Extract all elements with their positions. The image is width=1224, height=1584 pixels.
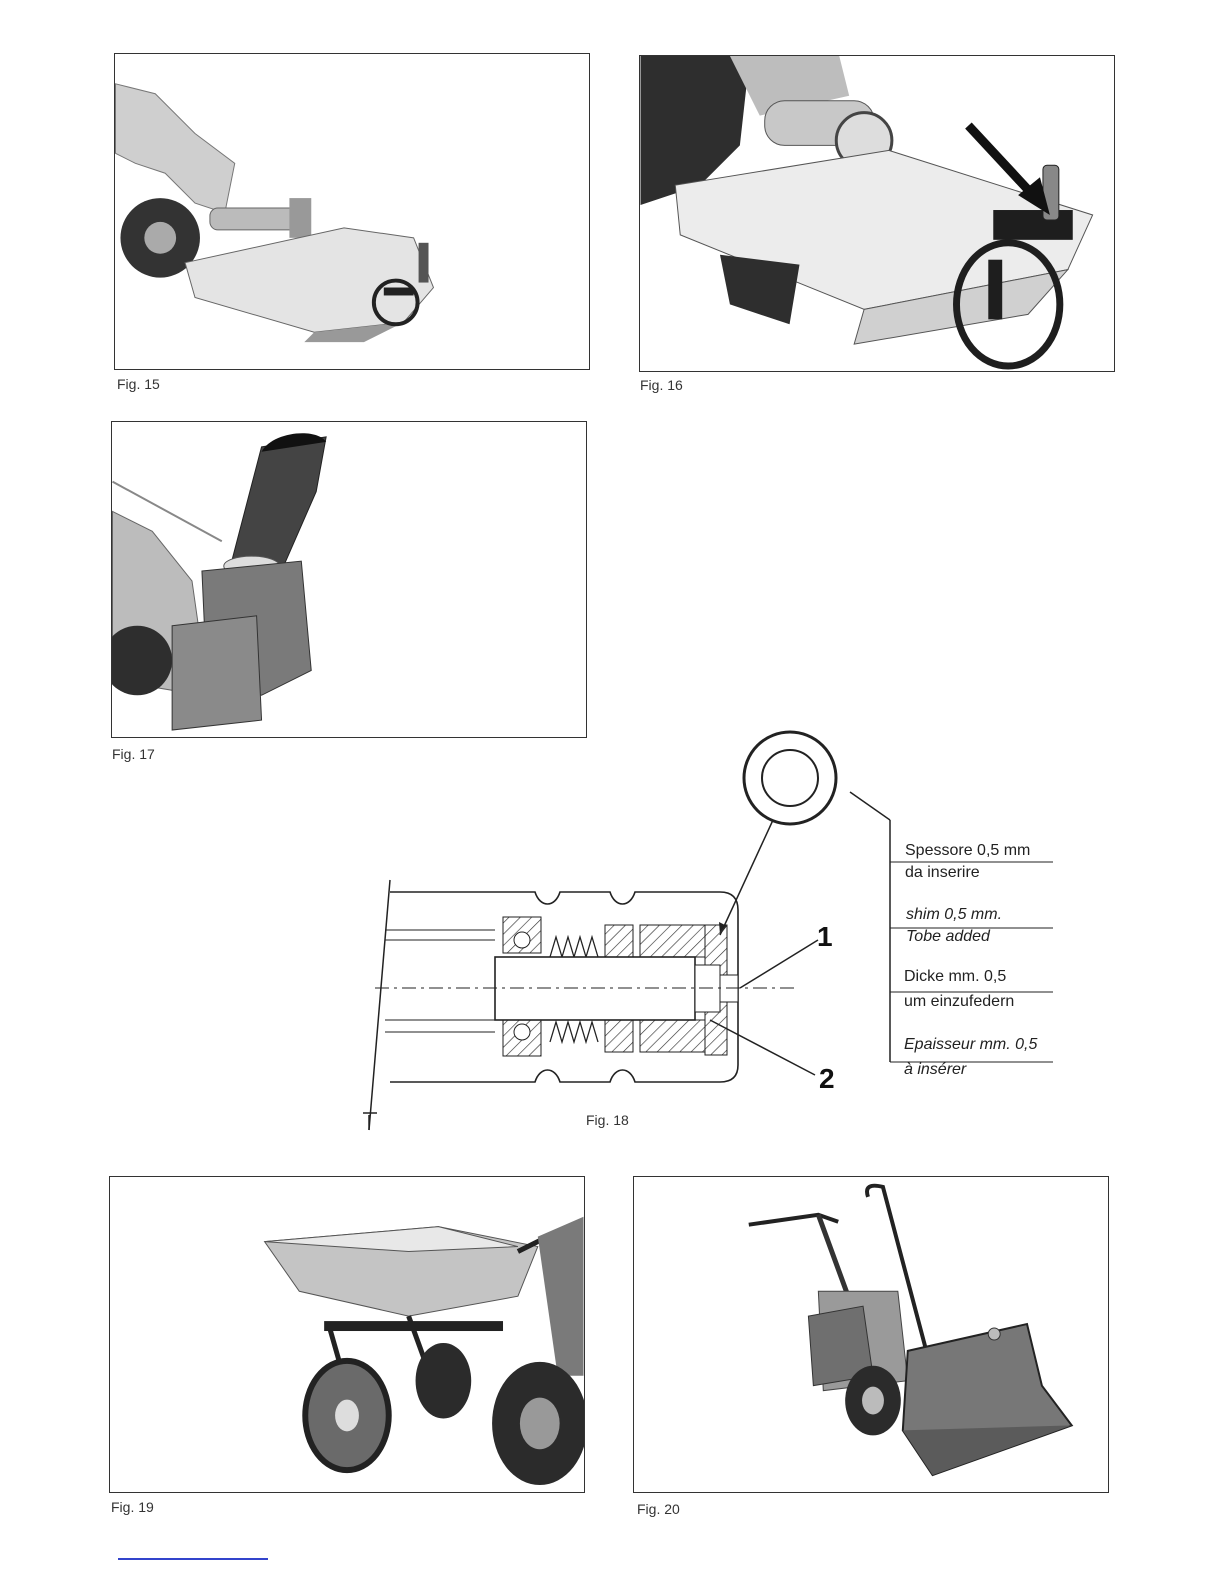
figure-18-caption: Fig. 18 <box>586 1112 629 1128</box>
mower-wheel-arrow-icon <box>640 56 1114 371</box>
spec-it-line1: Spessore 0,5 mm <box>905 842 1030 860</box>
spec-en-line2: Tobe added <box>906 928 990 946</box>
callout-1-label: 1 <box>817 921 833 952</box>
callout-2-label: 2 <box>819 1063 835 1094</box>
spec-fr-line1: Epaisseur mm. 0,5 <box>904 1036 1037 1054</box>
snow-thrower-icon <box>112 422 586 737</box>
figure-15-photo <box>114 53 590 370</box>
figure-17-caption: Fig. 17 <box>112 746 155 762</box>
spec-de-line1: Dicke mm. 0,5 <box>904 968 1006 986</box>
footer-link-line <box>118 1558 268 1560</box>
figure-17-photo <box>111 421 587 738</box>
figure-19-photo <box>109 1176 585 1493</box>
dumper-cart-icon <box>110 1177 584 1492</box>
figure-20-photo <box>633 1176 1109 1493</box>
figure-16-caption: Fig. 16 <box>640 377 683 393</box>
figure-20-caption: Fig. 20 <box>637 1501 680 1517</box>
figure-15-caption: Fig. 15 <box>117 376 160 392</box>
spec-de-line2: um einzufedern <box>904 993 1014 1011</box>
spec-fr-line2: à insérer <box>904 1061 966 1079</box>
snow-blade-icon <box>634 1177 1108 1492</box>
mower-attachment-icon <box>115 54 589 369</box>
figure-19-caption: Fig. 19 <box>111 1499 154 1515</box>
spec-it-line2: da inserire <box>905 864 980 882</box>
figure-16-photo <box>639 55 1115 372</box>
spec-en-line1: shim 0,5 mm. <box>906 906 1002 924</box>
